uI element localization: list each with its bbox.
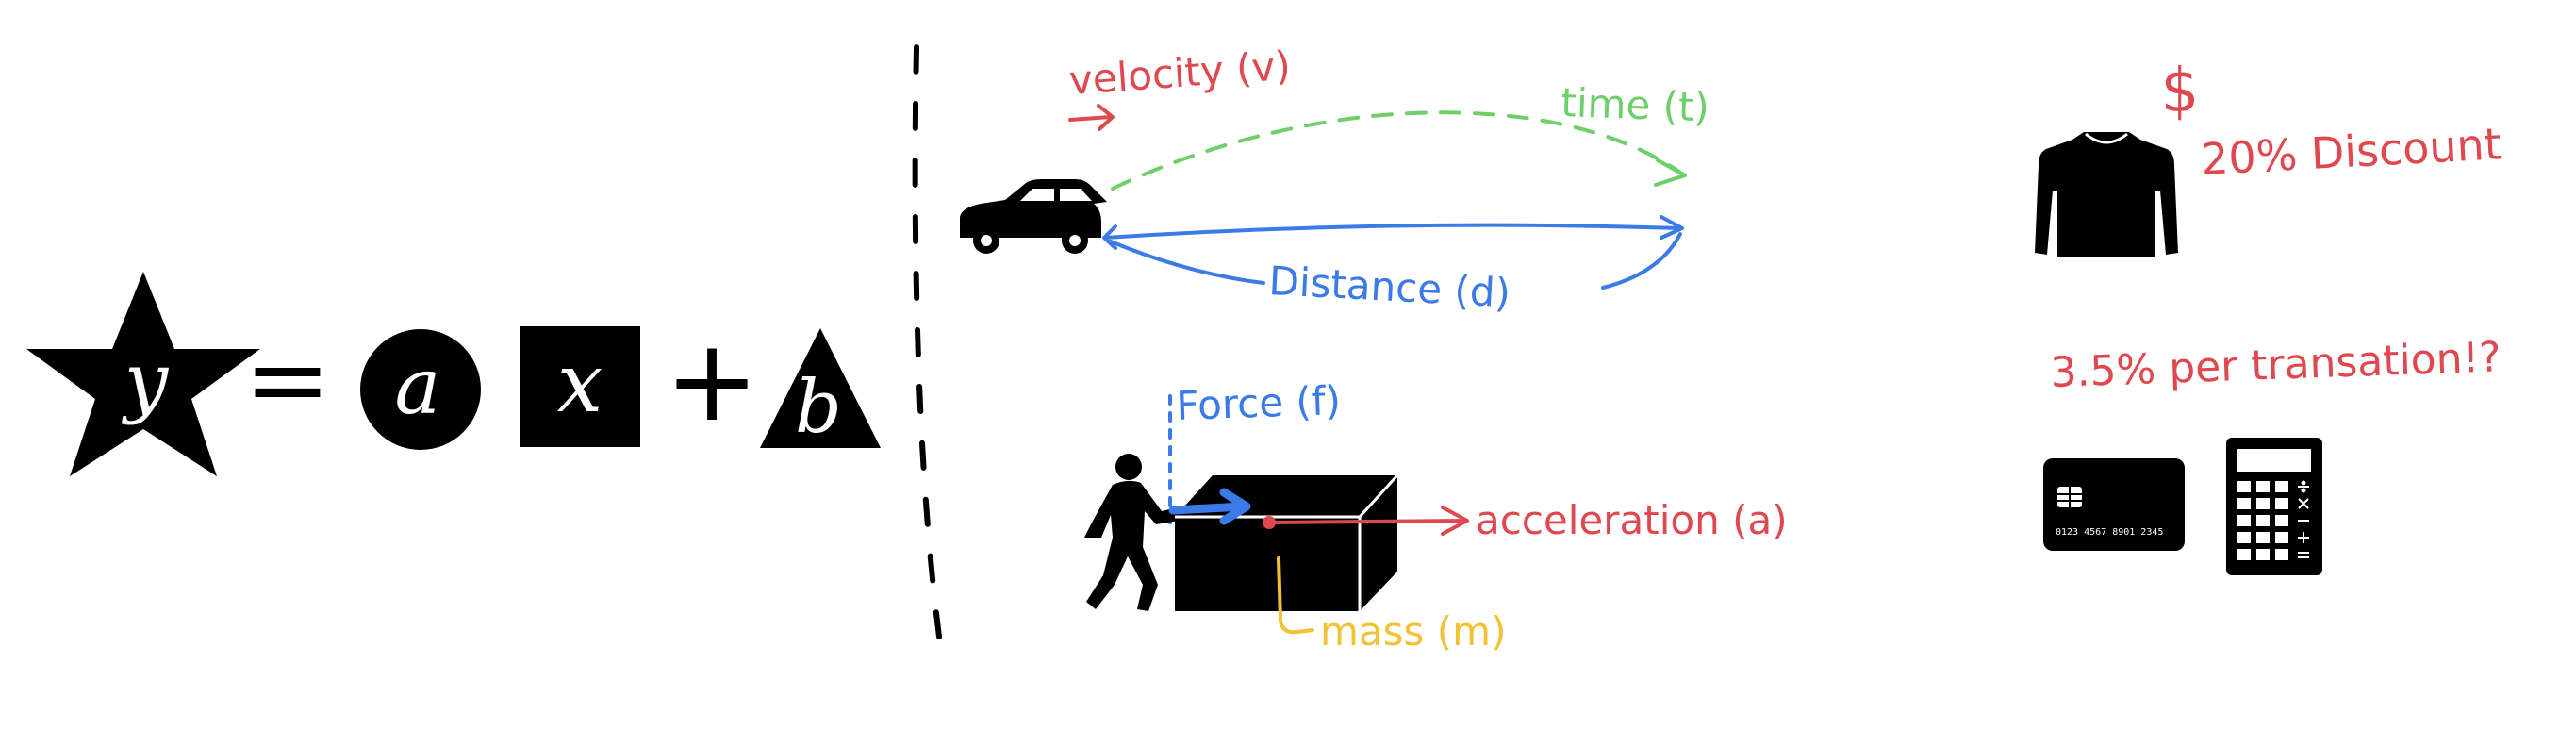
divider-line bbox=[912, 44, 944, 654]
triangle-shape bbox=[760, 328, 881, 448]
force-diagram: Force (f) acceleration (a) mass (m) bbox=[1084, 377, 1788, 655]
force-arrow bbox=[1168, 488, 1251, 525]
time-arc bbox=[1111, 110, 1685, 191]
calculator-icon bbox=[2226, 438, 2322, 575]
motion-diagram: velocity (v) time (t) Distance (d) bbox=[960, 42, 1710, 316]
equation: y = a x + b bbox=[26, 272, 881, 476]
square-shape bbox=[520, 326, 640, 447]
discount-label: 20% Discount bbox=[2200, 118, 2502, 185]
car-icon bbox=[960, 179, 1107, 254]
walking-person-icon bbox=[1084, 454, 1179, 611]
equation-b: b bbox=[795, 365, 842, 450]
time-arrowhead bbox=[1654, 158, 1687, 187]
acceleration-label: acceleration (a) bbox=[1476, 497, 1788, 543]
box-shape bbox=[1175, 473, 1399, 611]
acceleration-arrow bbox=[1267, 506, 1469, 536]
sweater-icon bbox=[2035, 132, 2178, 257]
distance-arrow bbox=[1102, 215, 1684, 250]
plus-sign: + bbox=[665, 316, 760, 447]
mass-label: mass (m) bbox=[1320, 608, 1506, 655]
equation-a: a bbox=[395, 342, 441, 432]
mass-pointer bbox=[1277, 556, 1314, 635]
currency-symbol: $ bbox=[2161, 57, 2200, 126]
time-label: time (t) bbox=[1560, 79, 1710, 130]
distance-label: Distance (d) bbox=[1267, 257, 1511, 316]
velocity-label: velocity (v) bbox=[1067, 42, 1292, 104]
force-label: Force (f) bbox=[1176, 377, 1342, 429]
fee-label: 3.5% per transation!? bbox=[2050, 333, 2502, 397]
velocity-arrow bbox=[1068, 104, 1115, 131]
pricing-section: $ 20% Discount 3.5% per transation!? 012… bbox=[2035, 57, 2502, 575]
credit-card-icon: 0123 4567 8901 2345 bbox=[2043, 458, 2185, 551]
circle-shape bbox=[360, 329, 481, 450]
equation-y: y bbox=[121, 337, 170, 426]
equation-x: x bbox=[557, 337, 603, 431]
distance-bracket bbox=[1109, 232, 1682, 290]
equals-sign: = bbox=[244, 319, 331, 440]
star-shape bbox=[26, 272, 260, 476]
card-number: 0123 4567 8901 2345 bbox=[2056, 527, 2163, 538]
